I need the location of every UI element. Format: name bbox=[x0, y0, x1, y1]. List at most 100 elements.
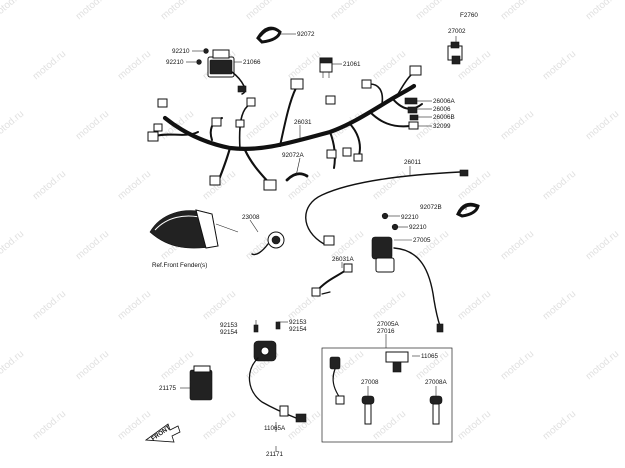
part-26011-lead bbox=[305, 169, 469, 246]
watermark-text: motod.ru bbox=[31, 409, 68, 443]
label-26031a: 26031A bbox=[332, 256, 355, 263]
part-92210-nut-a bbox=[203, 48, 209, 54]
label-21066: 21066 bbox=[243, 59, 261, 66]
watermark-text: motod.ru bbox=[116, 169, 153, 203]
part-26006-group bbox=[404, 97, 419, 130]
part-92072-band bbox=[256, 26, 282, 44]
watermark-text: motod.ru bbox=[499, 109, 536, 143]
part-21171-sensor bbox=[248, 340, 307, 423]
label-23008: 23008 bbox=[242, 214, 260, 221]
part-21175-unit bbox=[189, 365, 213, 401]
watermark-text: motod.ru bbox=[116, 49, 153, 83]
label-26011: 26011 bbox=[404, 159, 422, 166]
label-26006b: 26006B bbox=[433, 114, 455, 121]
watermark-text: motod.ru bbox=[74, 109, 111, 143]
part-23008 bbox=[251, 231, 285, 256]
part-92072a-band bbox=[285, 172, 309, 182]
part-21061-fuse bbox=[319, 57, 333, 78]
watermark-text: motod.ru bbox=[0, 349, 26, 383]
label-92154-a: 92154 bbox=[220, 329, 238, 336]
label-27002: 27002 bbox=[448, 28, 466, 35]
part-92210-nut-d bbox=[391, 223, 399, 231]
label-26006a: 26006A bbox=[433, 98, 456, 105]
label-92154-b: 92154 bbox=[289, 326, 307, 333]
watermark-text: motod.ru bbox=[371, 169, 408, 203]
watermark-text: motod.ru bbox=[584, 0, 621, 22]
watermark-text: motod.ru bbox=[0, 109, 26, 143]
watermark-text: motod.ru bbox=[0, 0, 26, 22]
label-21061: 21061 bbox=[343, 61, 361, 68]
watermark-text: motod.ru bbox=[584, 229, 621, 263]
watermark-text: motod.ru bbox=[244, 0, 281, 22]
watermark-text: motod.ru bbox=[74, 229, 111, 263]
part-27005-ignition-switch bbox=[371, 236, 444, 333]
part-26031-main-harness bbox=[147, 65, 423, 191]
watermark-text: motod.ru bbox=[541, 409, 578, 443]
label-11065a: 11065A bbox=[264, 425, 286, 432]
label-92153-a: 92153 bbox=[220, 322, 238, 329]
part-11065-cap bbox=[385, 351, 409, 373]
watermark-text: motod.ru bbox=[201, 409, 238, 443]
watermark-text: motod.ru bbox=[541, 49, 578, 83]
part-92210-nut-b bbox=[196, 59, 202, 65]
part-27008a-key bbox=[429, 395, 443, 425]
watermark-text: motod.ru bbox=[584, 349, 621, 383]
watermark-text: motod.ru bbox=[116, 409, 153, 443]
label-front-fender-ref: Ref.Front Fender(s) bbox=[152, 262, 207, 269]
watermark-text: motod.ru bbox=[31, 49, 68, 83]
watermark-text: motod.ru bbox=[499, 349, 536, 383]
watermark-text: motod.ru bbox=[584, 109, 621, 143]
watermark-text: motod.ru bbox=[31, 169, 68, 203]
label-11065: 11065 bbox=[421, 353, 439, 360]
part-27002-switch bbox=[447, 41, 463, 65]
part-27008-key bbox=[361, 395, 375, 425]
watermark-text: motod.ru bbox=[244, 109, 281, 143]
label-92210-b: 92210 bbox=[166, 59, 184, 66]
watermark-text: motod.ru bbox=[0, 229, 26, 263]
watermark-text: motod.ru bbox=[74, 349, 111, 383]
part-92072b-band bbox=[456, 202, 480, 218]
watermark-text: motod.ru bbox=[286, 49, 323, 83]
part-21066-relay bbox=[207, 49, 247, 95]
watermark-text: motod.ru bbox=[541, 289, 578, 323]
part-92153-screw-b bbox=[275, 321, 281, 330]
label-27005a: 27005A bbox=[377, 321, 400, 328]
label-27008a: 27008A bbox=[425, 379, 448, 386]
label-27008: 27008 bbox=[361, 379, 379, 386]
label-92210-a: 92210 bbox=[172, 48, 190, 55]
watermark-text: motod.ru bbox=[74, 0, 111, 22]
watermark-text: motod.ru bbox=[31, 289, 68, 323]
watermark-text: motod.ru bbox=[371, 49, 408, 83]
watermark-text: motod.ru bbox=[456, 409, 493, 443]
label-92210-c: 92210 bbox=[401, 214, 419, 221]
label-26006: 26006 bbox=[433, 106, 451, 113]
label-92072: 92072 bbox=[297, 31, 315, 38]
watermark-text: motod.ru bbox=[499, 0, 536, 22]
watermark-text: motod.ru bbox=[159, 0, 196, 22]
watermark-text: motod.ru bbox=[286, 409, 323, 443]
label-92210-d: 92210 bbox=[409, 224, 427, 231]
key-set-box bbox=[321, 347, 453, 443]
label-26031: 26031 bbox=[294, 119, 312, 126]
part-92210-nut-c bbox=[381, 212, 389, 220]
watermark-text: motod.ru bbox=[201, 289, 238, 323]
label-21175: 21175 bbox=[159, 385, 177, 392]
label-32099: 32099 bbox=[433, 123, 451, 130]
label-27005: 27005 bbox=[413, 237, 431, 244]
leader-lines bbox=[180, 33, 467, 452]
watermark-text: motod.ru bbox=[116, 289, 153, 323]
watermark-text: motod.ru bbox=[414, 229, 451, 263]
watermark-text: motod.ru bbox=[371, 289, 408, 323]
label-92072b: 92072B bbox=[420, 204, 442, 211]
label-21171: 21171 bbox=[266, 451, 284, 458]
watermark-text: motod.ru bbox=[541, 169, 578, 203]
label-92153-b: 92153 bbox=[289, 319, 307, 326]
label-92072a: 92072A bbox=[282, 152, 305, 159]
watermark-text: motod.ru bbox=[414, 0, 451, 22]
front-arrow-icon: FRONT bbox=[144, 423, 181, 443]
watermark-text: motod.ru bbox=[371, 409, 408, 443]
part-26031a-harness bbox=[311, 263, 353, 297]
figure-code: F2760 bbox=[460, 12, 478, 19]
watermark-text: motod.ru bbox=[329, 0, 366, 22]
